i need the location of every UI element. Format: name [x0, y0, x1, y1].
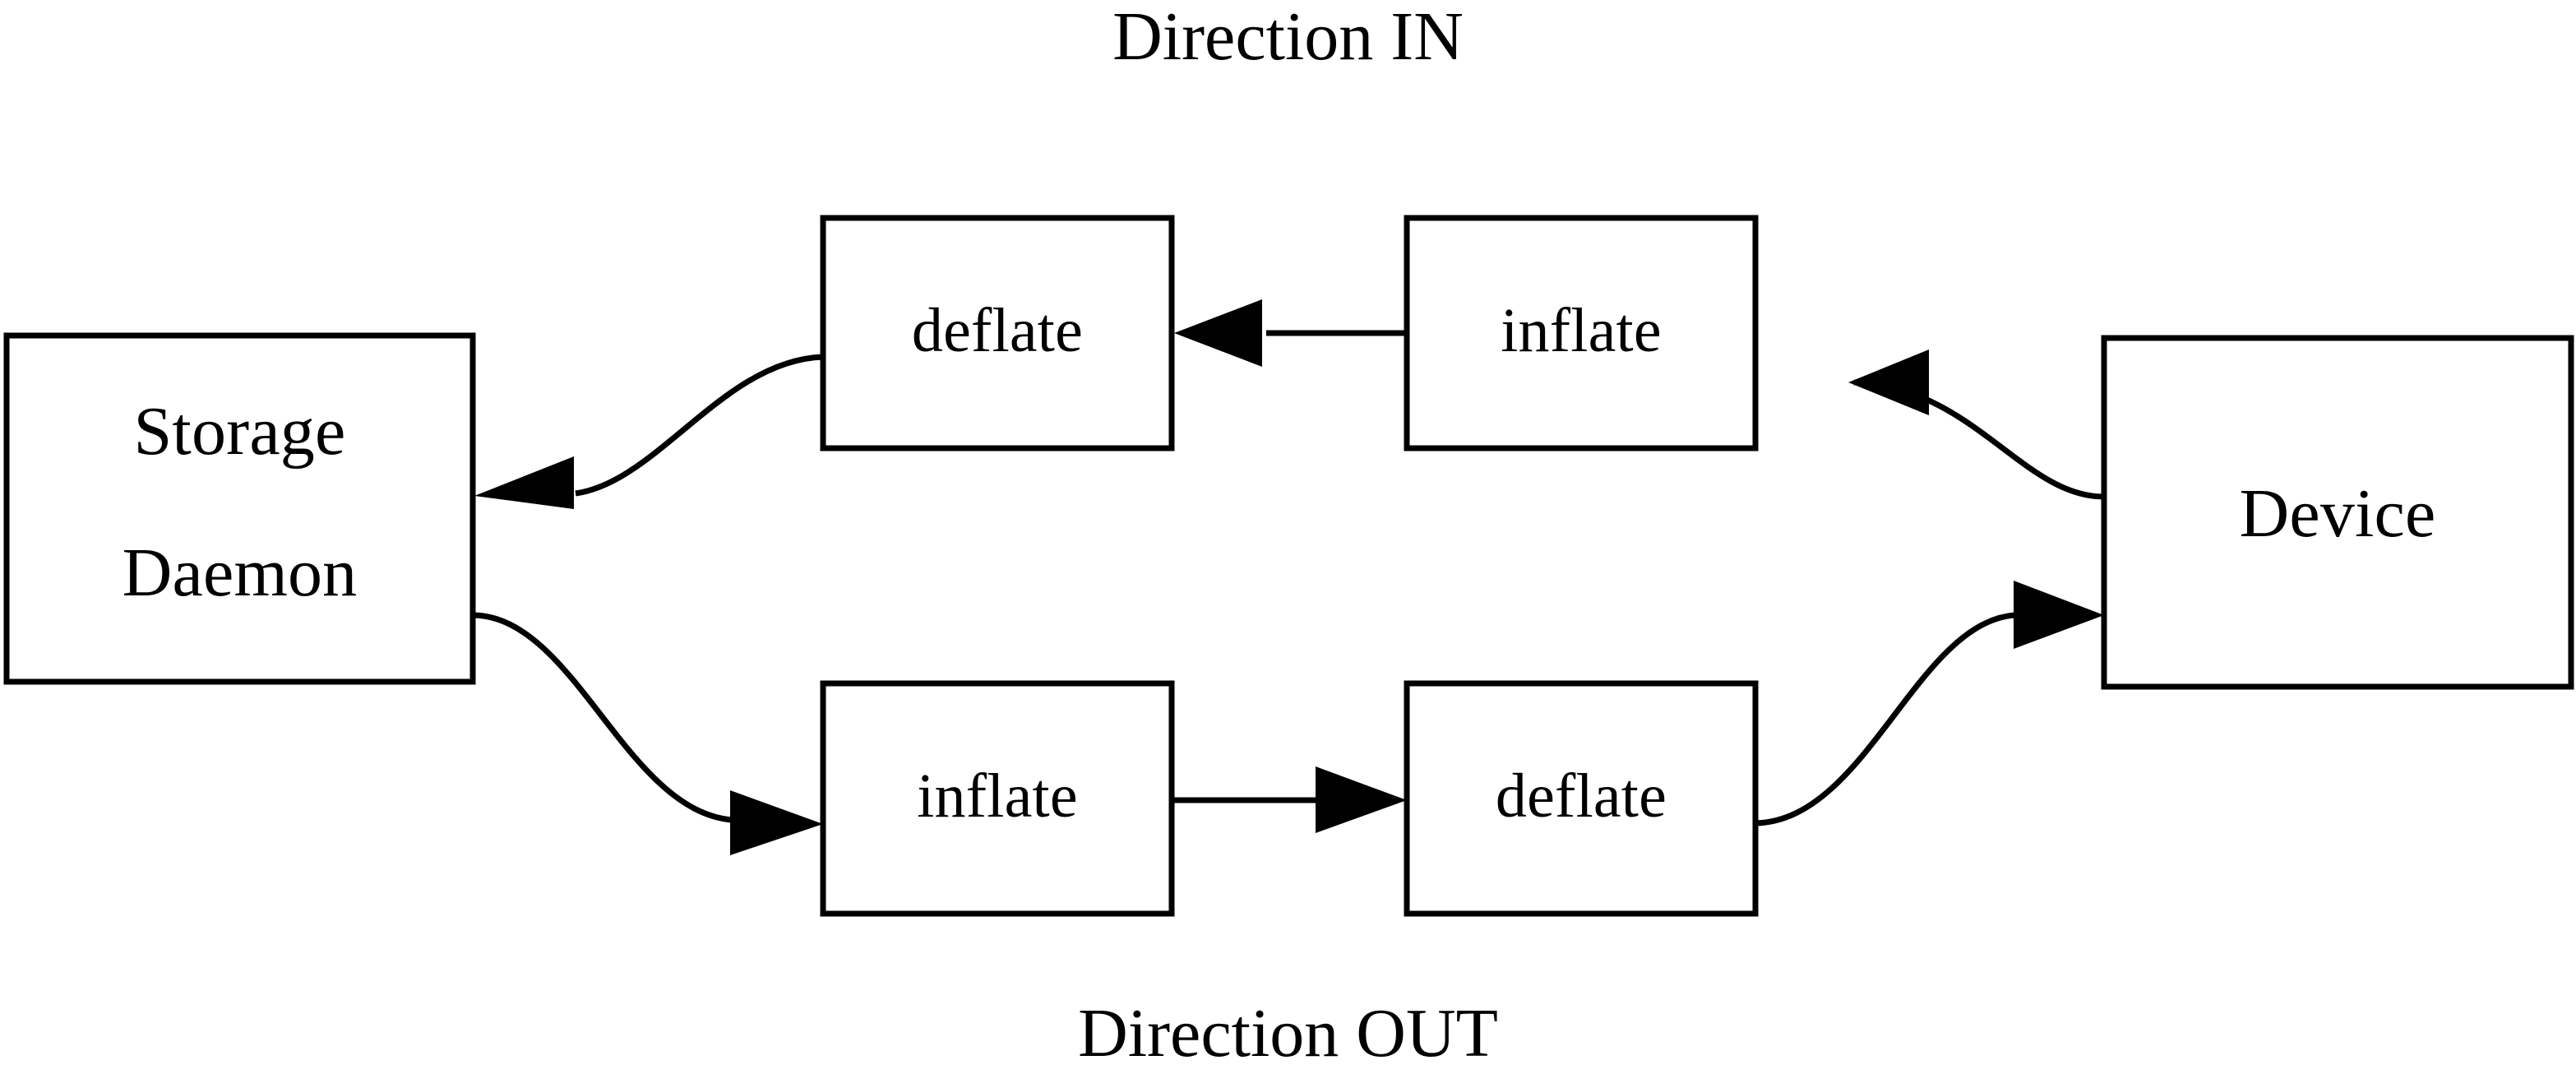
arrowhead-inflate-in-to-deflate-in	[1174, 299, 1262, 367]
node-deflate-in-label: deflate	[911, 296, 1084, 365]
node-inflate-in-label: inflate	[1501, 296, 1662, 365]
node-inflate-out-label: inflate	[917, 762, 1078, 831]
node-device[interactable]	[2101, 335, 2574, 690]
node-inflate-in[interactable]	[1404, 215, 1759, 451]
node-deflate-out-label: deflate	[1495, 762, 1667, 831]
node-storage-daemon-label-line2: Daemon	[122, 535, 358, 611]
node-storage-daemon[interactable]	[3, 332, 476, 685]
edge-deflate-in-to-storage-daemon	[575, 354, 824, 497]
caption-direction-in: Direction IN	[1112, 0, 1464, 75]
edge-deflate-out-to-device	[1755, 612, 2015, 826]
node-storage-daemon-label-line1: Storage	[133, 393, 346, 470]
node-inflate-out[interactable]	[820, 680, 1175, 917]
arrowhead-inflate-out-to-deflate-out	[1316, 766, 1407, 833]
node-deflate-in[interactable]	[820, 215, 1175, 451]
node-device-label: Device	[2239, 475, 2436, 552]
arrowhead-deflate-out-to-device	[2014, 581, 2104, 649]
edge-storage-daemon-to-inflate-out	[474, 612, 733, 823]
caption-direction-out: Direction OUT	[1078, 995, 1498, 1072]
arrowhead-device-to-inflate-in	[1848, 350, 1929, 415]
arrowhead-deflate-in-to-storage-daemon	[474, 456, 574, 509]
node-deflate-out[interactable]	[1404, 680, 1759, 917]
arrowhead-storage-daemon-to-inflate-out	[730, 790, 823, 855]
